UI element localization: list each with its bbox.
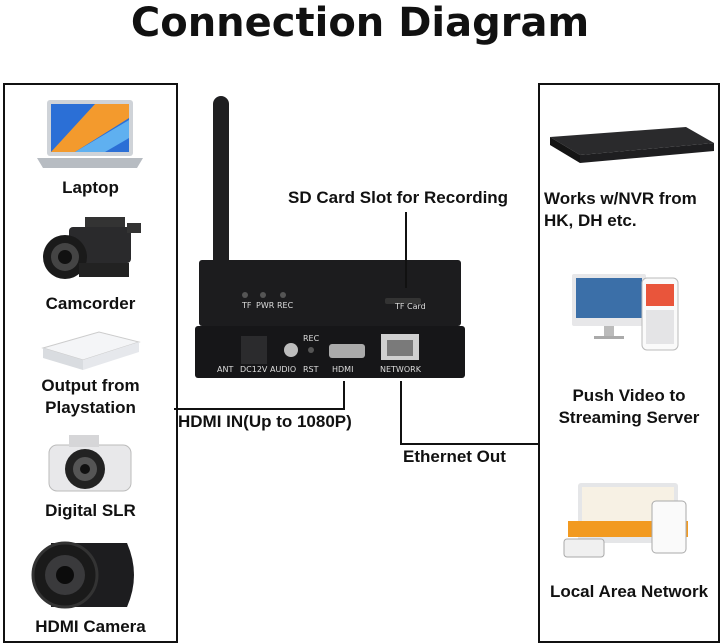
input-label-hdmi-camera: HDMI Camera [35,617,146,636]
hdmi-camera-icon [31,541,134,609]
camera-icon [48,435,132,492]
nvr-icon [550,127,714,163]
input-label-laptop: Laptop [62,178,119,197]
tf-card-slot-label: TF Card [395,302,426,311]
playstation-label-text: Output from Playstation [41,376,140,417]
camcorder-icon [43,217,141,279]
port-label-dc12v: DC12V [240,365,268,374]
input-label-dslr: Digital SLR [45,501,136,520]
ethernet-out-callout-label: Ethernet Out [403,447,506,466]
port-label-network: NETWORK [380,365,421,374]
sd-card-callout-label: SD Card Slot for Recording [288,188,509,207]
led-label-rec: REC [277,301,294,310]
input-label-camcorder: Camcorder [45,294,136,313]
streaming-label-text: Push Video to Streaming Server [558,386,700,427]
port-label-ant: ANT [217,365,234,374]
lan-icon [563,483,688,558]
hdmi-callout-line-h [174,408,345,410]
output-destinations-panel: Works w/NVR from HK, DH etc. Push Video … [538,83,720,643]
sd-card-callout-line [405,212,407,288]
ethernet-callout-line-v [400,381,402,444]
port-label-audio: AUDIO [270,365,297,374]
playstation-icon [41,331,141,370]
ethernet-callout-line-h [400,443,540,445]
diagram-title: Connection Diagram [130,0,590,46]
encoder-device [195,96,465,378]
hdmi-callout-line-v [343,381,345,409]
port-label-hdmi: HDMI [332,365,354,374]
led-label-pwr: PWR [256,301,275,310]
streaming-icon [572,274,679,351]
output-label-streaming: Push Video to Streaming Server [540,385,718,429]
rec-button-label: REC [303,334,320,343]
led-label-tf: TF [242,301,252,310]
output-label-nvr: Works w/NVR from HK, DH etc. [544,188,697,232]
input-label-playstation: Output from Playstation [5,375,176,419]
laptop-icon [37,100,143,168]
input-devices-panel: Laptop Camcorder Output from Playstation… [3,83,178,643]
nvr-label-text: Works w/NVR from HK, DH etc. [544,189,697,230]
output-label-lan: Local Area Network [549,582,709,601]
port-label-rst: RST [303,365,319,374]
hdmi-in-callout-label: HDMI IN(Up to 1080P) [178,412,352,431]
